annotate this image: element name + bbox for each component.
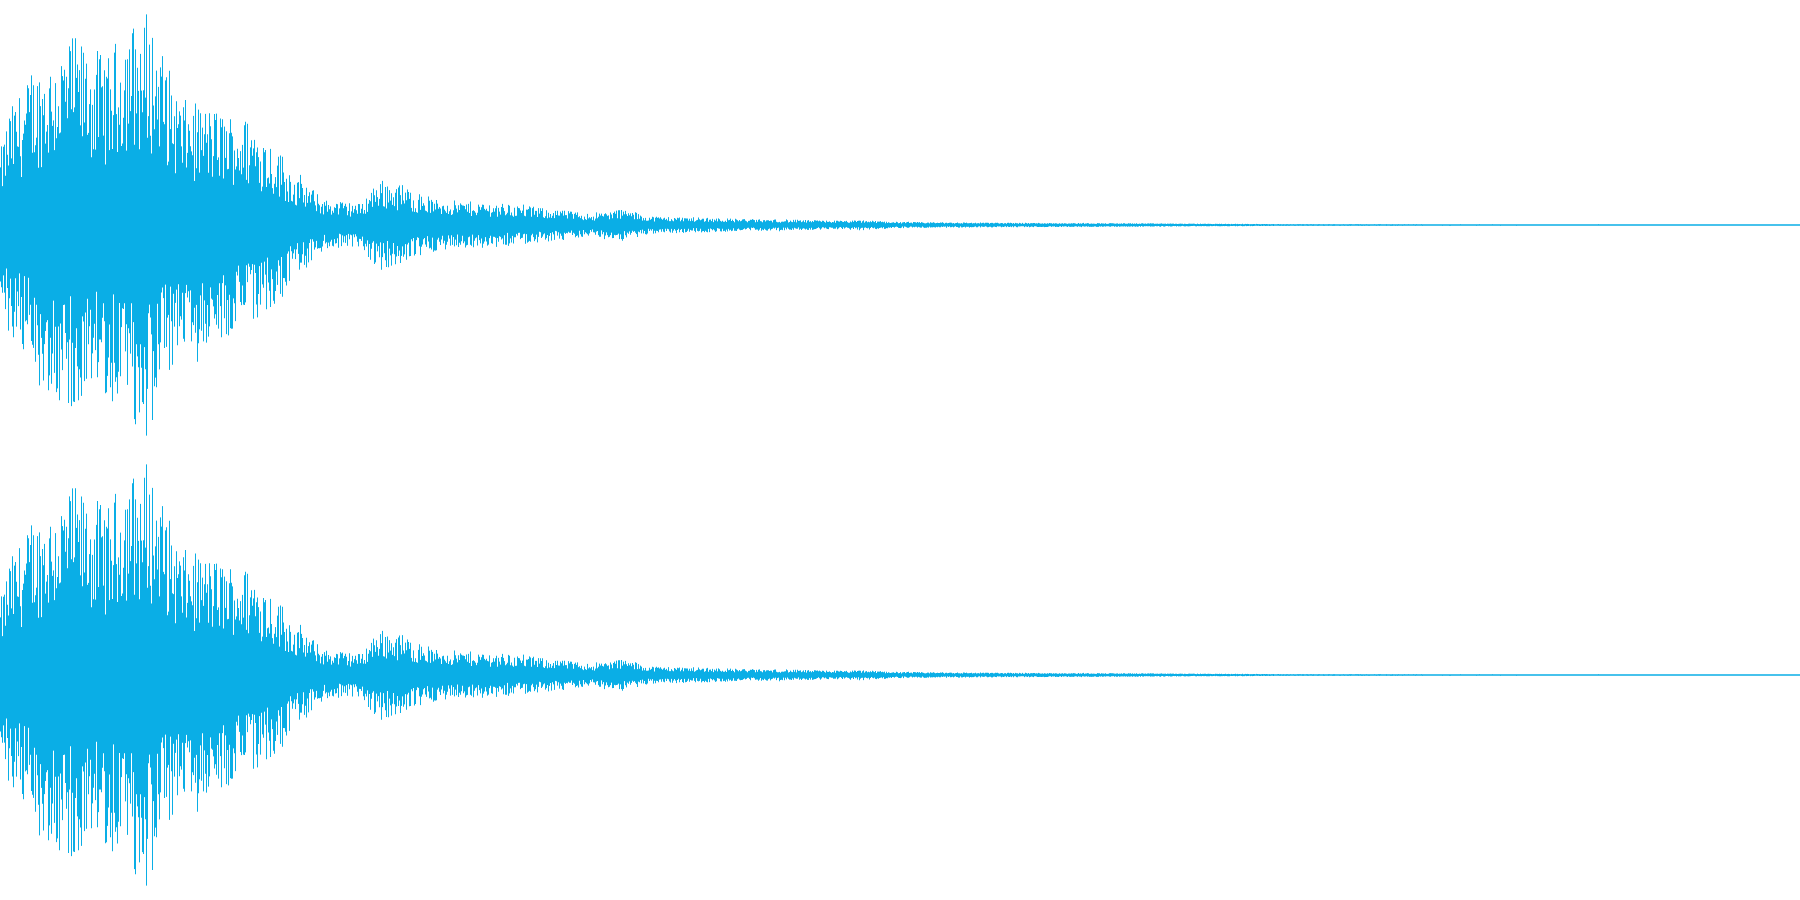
- channel-2-waveform-svg: [0, 464, 1800, 886]
- channel-1-waveform-svg: [0, 14, 1800, 436]
- channel-2-waveform[interactable]: [0, 450, 1800, 900]
- channel-1-waveform[interactable]: [0, 0, 1800, 450]
